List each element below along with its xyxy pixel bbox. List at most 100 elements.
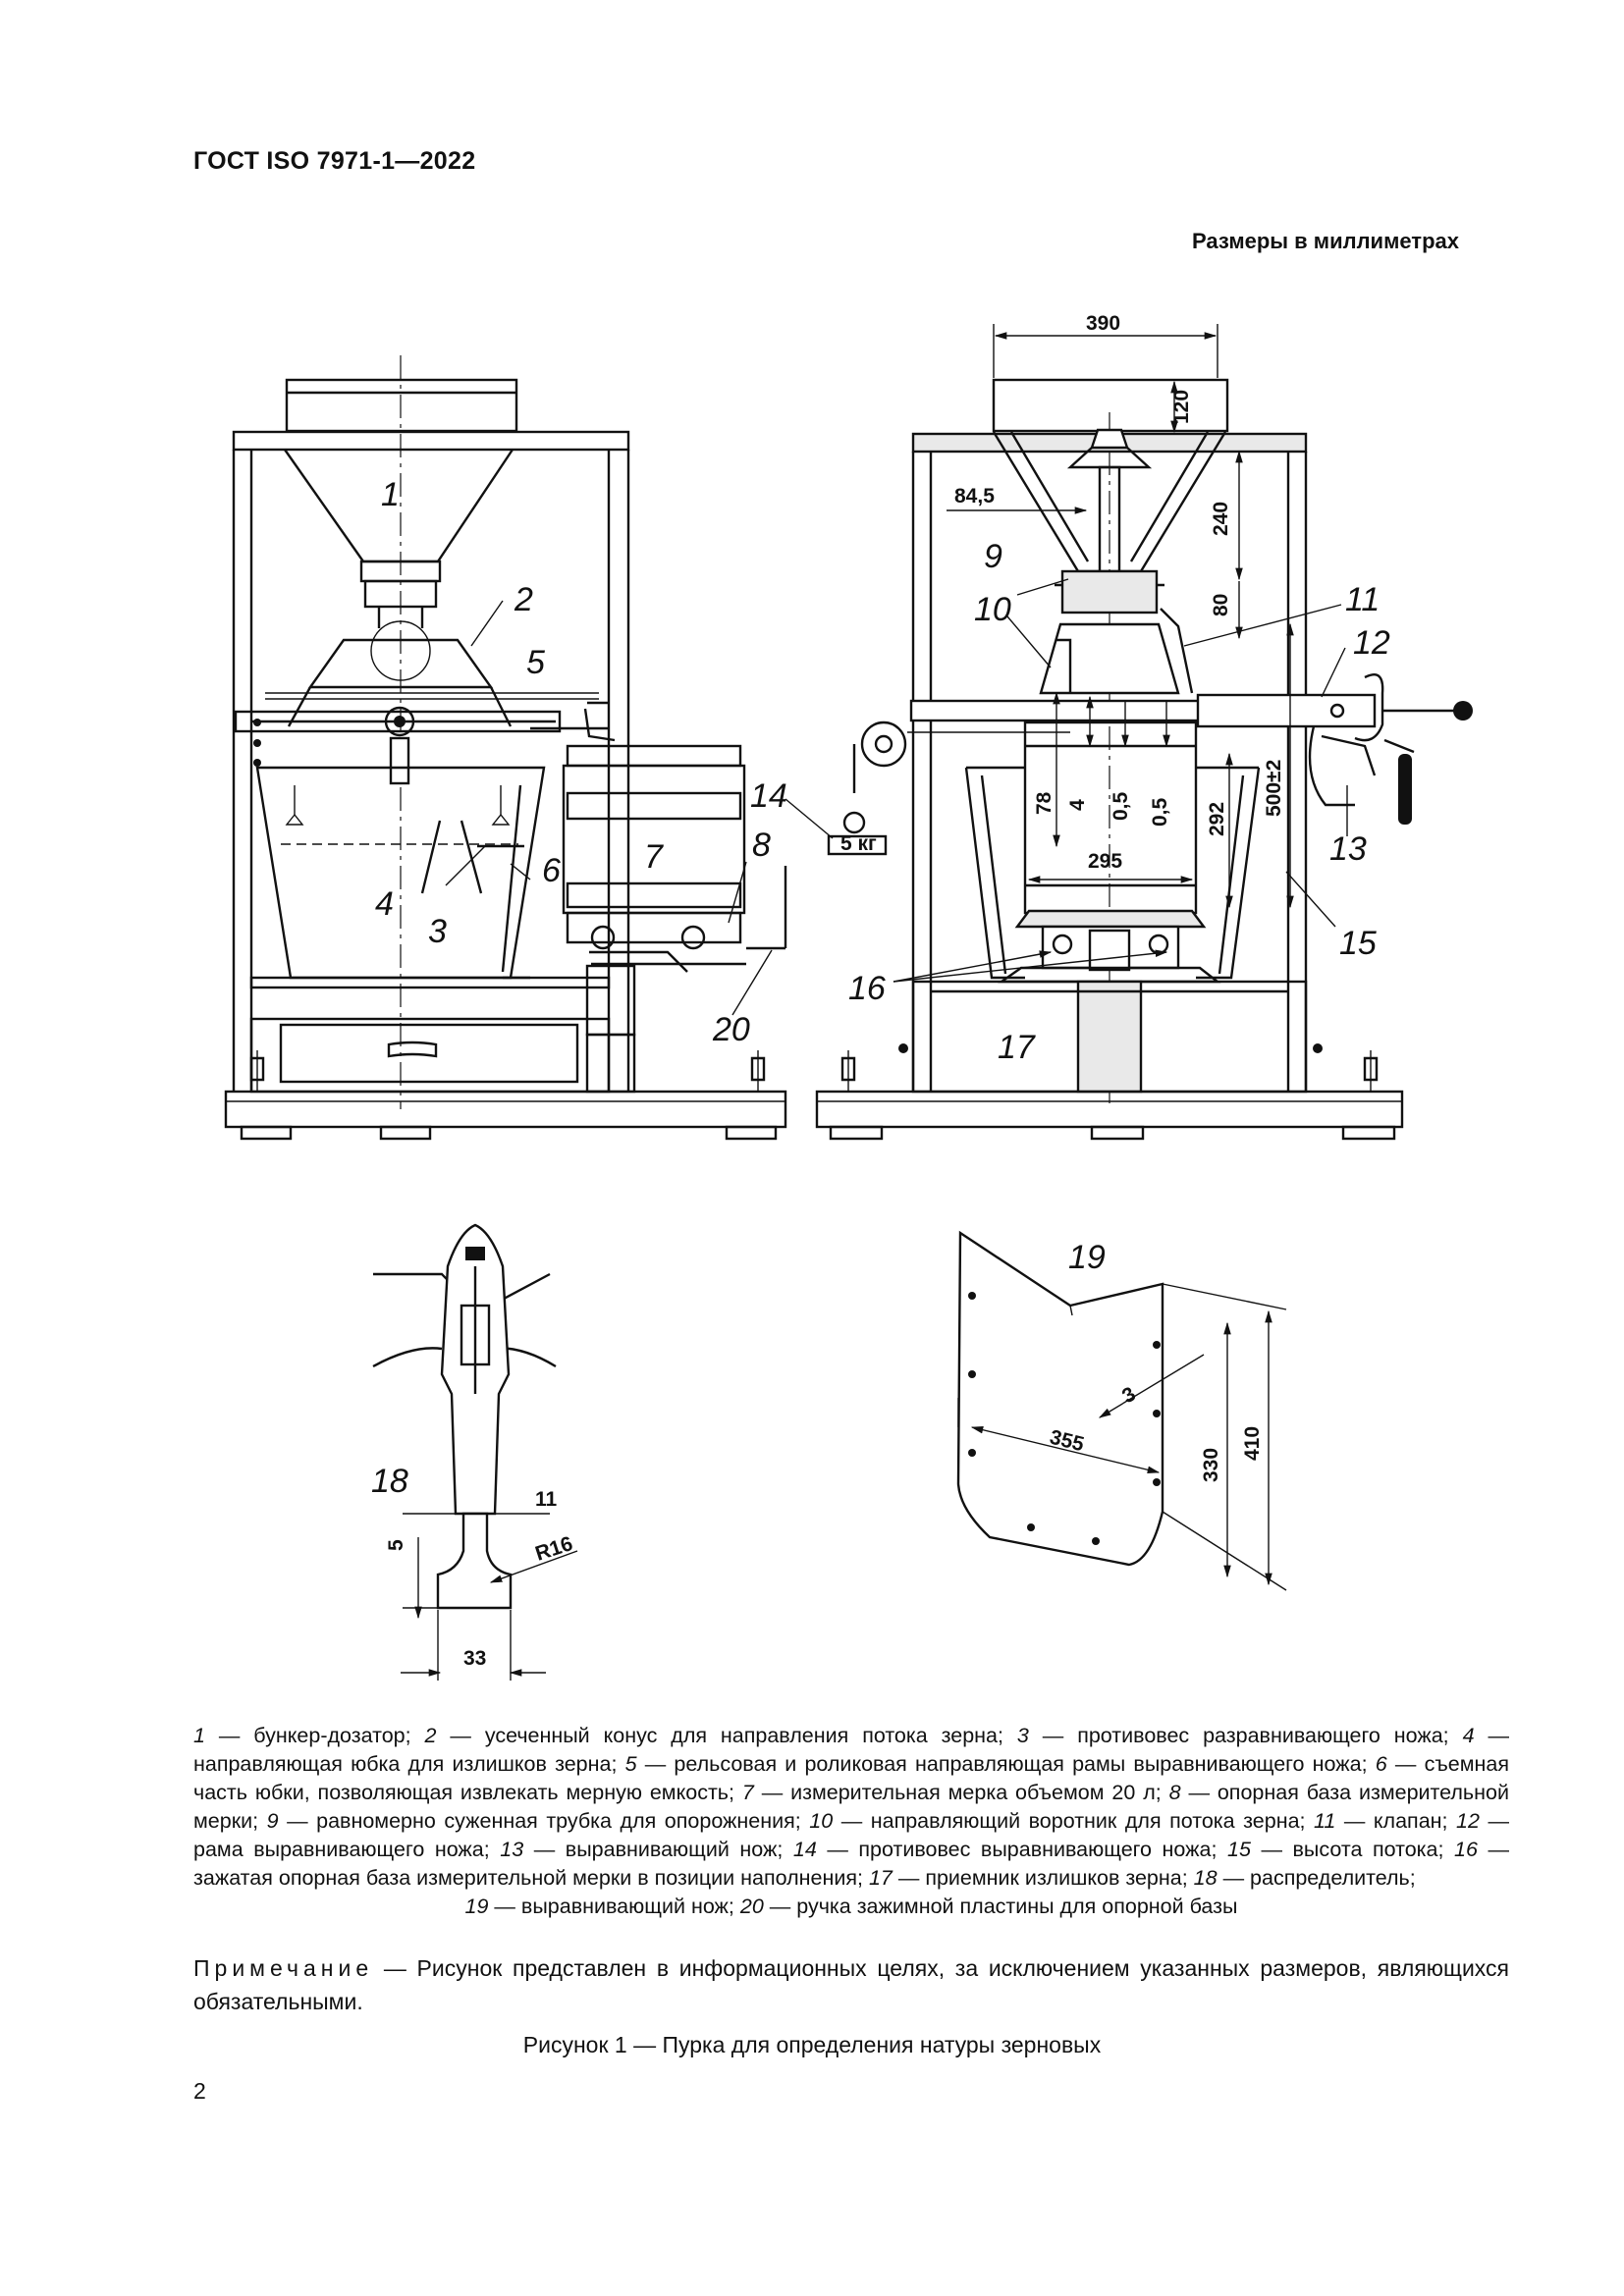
dimension-label: 33	[463, 1647, 486, 1670]
legend-item: 14 — противовес выравнивающего ножа;	[793, 1838, 1227, 1861]
page-number: 2	[193, 2078, 206, 2104]
legend-item-text: — высота потока;	[1250, 1838, 1455, 1861]
dimension-label: 11	[535, 1488, 558, 1511]
legend-item-number: 14	[792, 1838, 817, 1861]
note-label: Примечание	[193, 1955, 374, 1981]
legend-item: 4 — направляющая юбка для излишков зерна…	[193, 1724, 1509, 1776]
legend-item-text: — распределитель;	[1217, 1866, 1416, 1890]
legend-item-text: — усеченный конус для направления потока…	[436, 1724, 1017, 1747]
dimension-label: 295	[1088, 850, 1122, 873]
legend-item-number: 3	[1016, 1724, 1029, 1747]
dimension-label: 78	[1033, 791, 1056, 815]
dimensions-note: Размеры в миллиметрах	[1192, 229, 1459, 253]
part-number: 15	[1339, 925, 1377, 962]
legend-item-number: 10	[809, 1809, 834, 1833]
legend-item-number: 4	[1462, 1724, 1475, 1747]
legend-item-text: — рельсовая и роликовая направляющая рам…	[636, 1752, 1376, 1776]
legend-item: 5 — рельсовая и роликовая направляющая р…	[625, 1752, 1376, 1776]
part-number: 18	[371, 1463, 408, 1500]
dimension-label: R16	[532, 1532, 575, 1566]
part-number: 7	[644, 838, 664, 876]
legend-item: 10 — направляющий воротник для потока зе…	[809, 1809, 1314, 1833]
legend-item: 20 — ручка зажимной пластины для опорной…	[740, 1895, 1238, 1918]
dimension-label: 500±2	[1263, 760, 1285, 817]
legend-item: 16 — зажатая опорная база измерительной …	[193, 1838, 1509, 1890]
document-header: ГОСТ ISO 7971-1—2022	[193, 147, 476, 175]
legend-item-text: — опорная база измерительной мерки;	[193, 1781, 1509, 1833]
dimension-label: 240	[1210, 502, 1232, 536]
technical-drawing: 1 2 3 4 5 6 7 8 20	[224, 312, 1473, 1681]
dimension-label: 0,5	[1110, 791, 1132, 821]
legend-item-text: — бункер-дозатор;	[204, 1724, 425, 1747]
legend-item: 7 — измерительная мерка объемом 20 л;	[742, 1781, 1169, 1804]
legend-item: 3 — противовес разравнивающего ножа;	[1017, 1724, 1463, 1747]
weight-label: 5 кг	[840, 832, 877, 855]
legend-item-number: 18	[1193, 1866, 1218, 1890]
legend-item-text: — клапан;	[1335, 1809, 1457, 1833]
legend-item-number: 1	[193, 1724, 205, 1747]
legend-item-number: 12	[1456, 1809, 1480, 1833]
legend-item-number: 20	[739, 1895, 764, 1918]
part-number: 19	[1068, 1239, 1106, 1276]
legend-item-number: 9	[266, 1809, 279, 1833]
dimension-label: 0,5	[1149, 797, 1171, 827]
dimension-label: 120	[1170, 390, 1193, 424]
part-number: 11	[1345, 581, 1380, 618]
legend-item: 8 — опорная база измерительной мерки;	[193, 1781, 1509, 1833]
legend-item: 9 — равномерно суженная трубка для опоро…	[267, 1809, 810, 1833]
front-view: 1 2 3 4 5 6 7 8 20	[224, 355, 787, 1141]
legend-item-text: — рама выравнивающего ножа;	[193, 1809, 1509, 1861]
legend-item: 1 — бункер-дозатор;	[193, 1724, 425, 1747]
legend-item-text: — противовес выравнивающего ножа;	[816, 1838, 1227, 1861]
part-number: 4	[375, 885, 394, 923]
legend-item: 18 — распределитель;	[1194, 1866, 1416, 1890]
legend-item: 11 — клапан;	[1314, 1809, 1456, 1833]
legend-item-number: 19	[464, 1895, 489, 1918]
legend-item: 6 — съемная часть юбки, позволяющая извл…	[193, 1752, 1509, 1804]
legend-item-number: 13	[500, 1838, 524, 1861]
part-number: 8	[752, 827, 771, 864]
legend-item-number: 17	[868, 1866, 893, 1890]
part-number: 3	[428, 913, 447, 950]
legend-item-number: 7	[741, 1781, 754, 1804]
part-number: 16	[848, 970, 886, 1007]
legend-item-number: 15	[1227, 1838, 1251, 1861]
legend-item: 12 — рама выравнивающего ножа;	[193, 1809, 1509, 1861]
figure-legend: 1 — бункер-дозатор; 2 — усеченный конус …	[193, 1722, 1509, 1921]
figure-note: Примечание — Рисунок представлен в инфор…	[193, 1951, 1509, 2018]
dimension-label: 410	[1241, 1426, 1264, 1461]
part-number: 13	[1329, 830, 1367, 868]
dimension-label: 390	[1086, 312, 1120, 335]
part-number: 14	[750, 777, 787, 815]
legend-item-text: — съемная часть юбки, позволяющая извлек…	[193, 1752, 1509, 1804]
legend-item-text: — равномерно суженная трубка для опорожн…	[278, 1809, 810, 1833]
legend-last-line: 19 — выравнивающий нож; 20 — ручка зажим…	[193, 1893, 1509, 1921]
legend-item-text: — ручка зажимной пластины для опорной ба…	[763, 1895, 1238, 1918]
part-number: 5	[526, 644, 545, 681]
detail-levelling-knife: 355 3 330 410 19	[956, 1230, 1287, 1591]
legend-item-number: 2	[424, 1724, 437, 1747]
legend-item-number: 11	[1314, 1809, 1336, 1833]
figure-caption: Рисунок 1 — Пурка для определения натуры…	[522, 2032, 1102, 2057]
dimension-label: 5	[385, 1539, 407, 1551]
legend-item-number: 6	[1375, 1752, 1387, 1776]
legend-item-number: 5	[624, 1752, 637, 1776]
part-number: 20	[712, 1011, 750, 1048]
detail-spreader: 11 5 R16 33 18	[371, 1223, 578, 1681]
legend-item: 2 — усеченный конус для направления пото…	[425, 1724, 1017, 1747]
dimension-label: 330	[1200, 1448, 1222, 1482]
section-view: 5 кг	[750, 312, 1473, 1141]
part-number: 2	[514, 581, 533, 618]
legend-item-text: — измерительная мерка объемом 20 л;	[753, 1781, 1169, 1804]
legend-body: 1 — бункер-дозатор; 2 — усеченный конус …	[193, 1722, 1509, 1893]
dimension-label: 80	[1210, 594, 1232, 616]
legend-item: 17 — приемник излишков зерна;	[869, 1866, 1194, 1890]
legend-item: 19 — выравнивающий нож;	[465, 1895, 740, 1918]
legend-item-text: — направляющая юбка для излишков зерна;	[193, 1724, 1509, 1776]
legend-item-number: 16	[1454, 1838, 1478, 1861]
legend-item-text: — выравнивающий нож;	[523, 1838, 793, 1861]
legend-item-text: — выравнивающий нож;	[488, 1895, 740, 1918]
part-number: 10	[974, 591, 1011, 628]
part-number: 9	[984, 538, 1002, 575]
dimension-label: 84,5	[954, 485, 995, 507]
